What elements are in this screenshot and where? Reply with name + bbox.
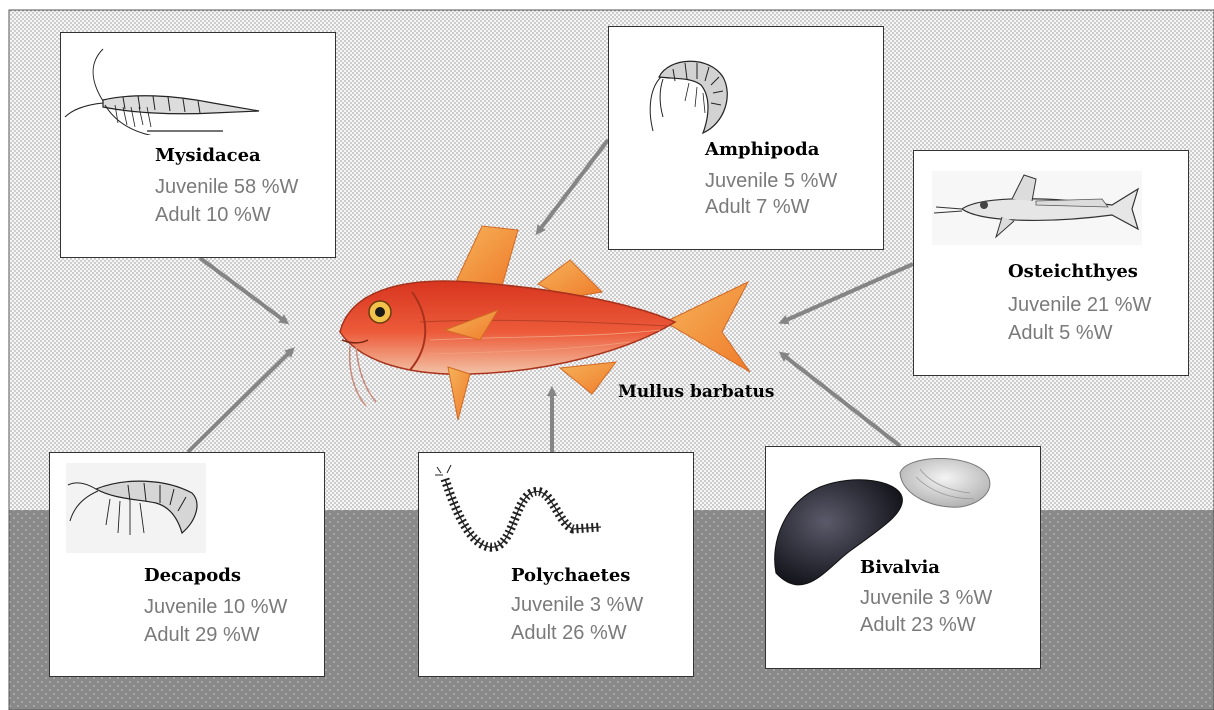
arrow-bivalvia xyxy=(782,354,900,446)
prey-card-decapods: Decapods Juvenile 10 %W Adult 29 %W xyxy=(49,452,325,677)
worm-icon xyxy=(433,463,613,563)
adult-diet-share: Adult 10 %W xyxy=(155,201,271,229)
arrow-amphipoda xyxy=(538,140,608,232)
adult-diet-share: Adult 7 %W xyxy=(705,193,809,221)
prey-name: Osteichthyes xyxy=(1008,261,1138,282)
adult-diet-share: Adult 26 %W xyxy=(511,619,627,647)
prey-name: Polychaetes xyxy=(511,565,630,586)
adult-diet-share: Adult 23 %W xyxy=(860,611,976,639)
prey-card-polychaetes: Polychaetes Juvenile 3 %W Adult 26 %W xyxy=(418,452,694,677)
amphipod-icon xyxy=(639,47,739,147)
juvenile-diet-share: Juvenile 21 %W xyxy=(1008,291,1151,319)
predator-label: Mullus barbatus xyxy=(618,382,775,402)
prey-name: Mysidacea xyxy=(155,145,261,166)
prey-name: Amphipoda xyxy=(705,139,819,160)
adult-diet-share: Adult 29 %W xyxy=(144,621,260,649)
prawn-icon xyxy=(66,463,206,553)
prey-card-bivalvia: Bivalvia Juvenile 3 %W Adult 23 %W xyxy=(765,446,1041,669)
juvenile-diet-share: Juvenile 3 %W xyxy=(860,584,992,612)
mussel-clam-icon xyxy=(770,453,994,603)
juvenile-diet-share: Juvenile 58 %W xyxy=(155,173,298,201)
prey-card-mysidacea: Mysidacea Juvenile 58 %W Adult 10 %W xyxy=(60,32,336,258)
arrow-osteichthyes xyxy=(782,264,913,322)
prey-name: Decapods xyxy=(144,565,241,586)
juvenile-diet-share: Juvenile 10 %W xyxy=(144,593,287,621)
prey-card-osteichthyes: Osteichthyes Juvenile 21 %W Adult 5 %W xyxy=(913,150,1189,376)
juvenile-diet-share: Juvenile 3 %W xyxy=(511,591,643,619)
prey-name: Bivalvia xyxy=(860,557,940,578)
mysid-shrimp-icon xyxy=(63,45,263,135)
prey-card-amphipoda: Amphipoda Juvenile 5 %W Adult 7 %W xyxy=(608,26,884,250)
bony-fish-icon xyxy=(932,171,1142,245)
arrow-mysidacea xyxy=(200,258,286,322)
arrow-decapods xyxy=(188,350,292,452)
juvenile-diet-share: Juvenile 5 %W xyxy=(705,167,837,195)
adult-diet-share: Adult 5 %W xyxy=(1008,319,1112,347)
